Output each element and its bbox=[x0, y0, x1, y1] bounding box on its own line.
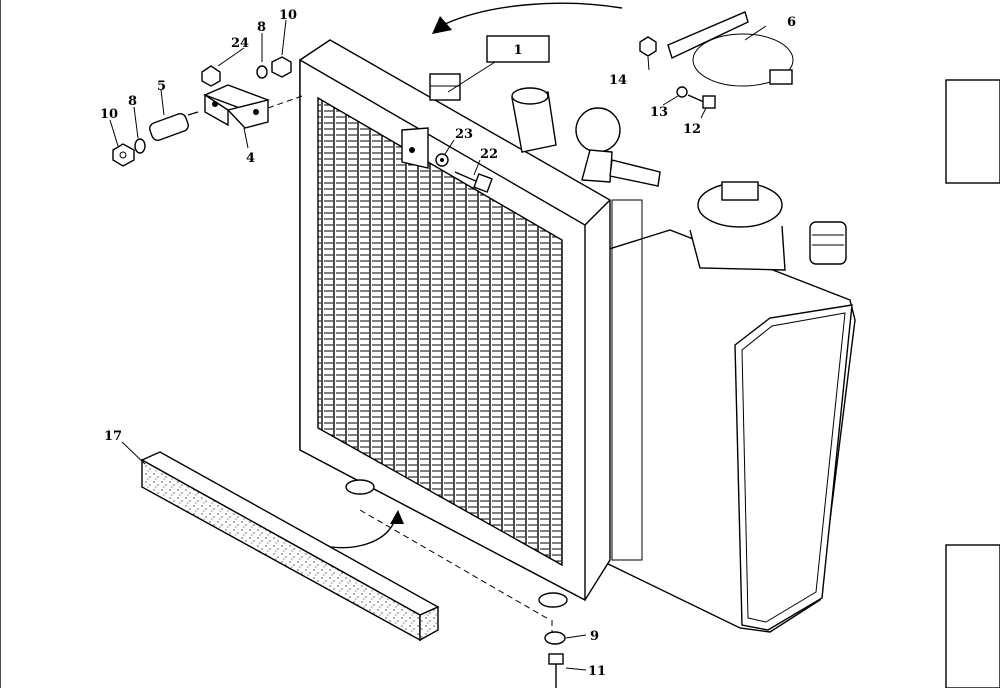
callout-6: 6 bbox=[787, 15, 796, 30]
radiator-top-fittings bbox=[429, 73, 661, 187]
assembly-lines bbox=[267, 95, 553, 640]
callout-23: 23 bbox=[455, 127, 473, 142]
side-tab-top bbox=[945, 79, 1000, 184]
radiator bbox=[299, 39, 643, 608]
clamp-6 bbox=[667, 11, 794, 87]
callout-22: 22 bbox=[480, 147, 498, 162]
callout-10-left: 10 bbox=[100, 107, 118, 122]
callout-1: 1 bbox=[513, 43, 522, 58]
callout-11: 11 bbox=[588, 664, 606, 679]
callout-13: 13 bbox=[650, 105, 668, 120]
tank-level-plug bbox=[809, 221, 847, 265]
left-hardware bbox=[112, 56, 292, 167]
washer-13 bbox=[676, 86, 688, 98]
callout-24: 24 bbox=[231, 36, 249, 51]
washer-9 bbox=[544, 631, 566, 645]
callout-labels: 24 8 10 5 8 10 4 6 14 13 12 23 22 17 9 1… bbox=[100, 8, 796, 679]
washer-8-left bbox=[134, 138, 146, 154]
bolt-12 bbox=[687, 94, 716, 109]
callout-4: 4 bbox=[246, 151, 255, 166]
callout-8-left: 8 bbox=[128, 94, 137, 109]
callout-12: 12 bbox=[683, 122, 701, 137]
callout-1-box: 1 bbox=[447, 35, 550, 93]
overflow-pipe bbox=[609, 159, 661, 187]
bracket-4 bbox=[203, 84, 270, 129]
rotation-arrow-bottom bbox=[319, 510, 404, 549]
foam-strip-17 bbox=[140, 451, 440, 642]
callout-5: 5 bbox=[157, 79, 166, 94]
callout-10-top: 10 bbox=[279, 8, 297, 23]
callout-9: 9 bbox=[590, 629, 599, 644]
bolt-11 bbox=[548, 653, 564, 688]
callout-17: 17 bbox=[104, 429, 122, 444]
callout-8-top: 8 bbox=[257, 20, 266, 35]
nut-24 bbox=[201, 65, 221, 87]
rubber-mount-5 bbox=[149, 111, 199, 141]
radiator-foot-right bbox=[538, 592, 568, 608]
side-tab-bottom bbox=[945, 544, 1000, 688]
callout-14: 14 bbox=[609, 73, 627, 88]
expansion-tank bbox=[589, 181, 856, 633]
leader-lines bbox=[109, 19, 767, 671]
rotation-arrow-top bbox=[432, 2, 623, 34]
radiator-foot-left bbox=[345, 479, 375, 495]
bolt-22 bbox=[454, 171, 493, 193]
nut-10-left bbox=[112, 143, 135, 167]
bracket-1 bbox=[401, 127, 429, 169]
nut-14 bbox=[639, 36, 657, 57]
radiator-cap bbox=[575, 107, 621, 153]
nut-10-top bbox=[271, 56, 292, 78]
washer-8-top bbox=[256, 65, 268, 79]
